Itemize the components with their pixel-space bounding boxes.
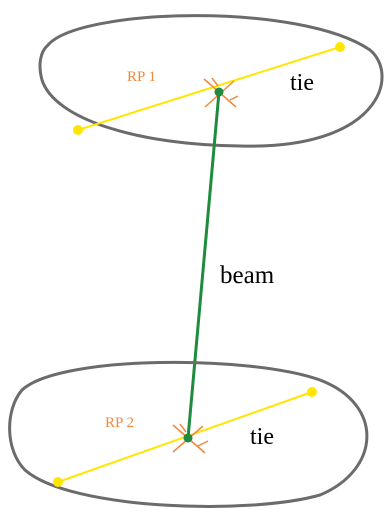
- top-section: RP 1 tie: [38, 14, 384, 148]
- top-ellipse-outline: [38, 14, 384, 148]
- beam-label: beam: [220, 262, 275, 289]
- top-tie-end-left: [73, 125, 83, 135]
- bottom-ellipse-outline: [8, 360, 369, 508]
- bottom-tie-label: tie: [250, 424, 274, 450]
- bottom-section: RP 2 tie: [8, 360, 369, 508]
- beam-line: [186, 91, 221, 439]
- rp2-point: [183, 433, 193, 443]
- top-tie-line: [77, 46, 341, 131]
- rp1-label: RP 1: [127, 69, 156, 85]
- top-tie-end-right: [335, 42, 345, 52]
- beam-element: beam: [186, 91, 275, 439]
- rp2-label: RP 2: [105, 415, 134, 431]
- bottom-tie-end-right: [307, 387, 317, 397]
- top-tie-label: tie: [290, 70, 314, 96]
- bottom-tie-end-left: [53, 477, 63, 487]
